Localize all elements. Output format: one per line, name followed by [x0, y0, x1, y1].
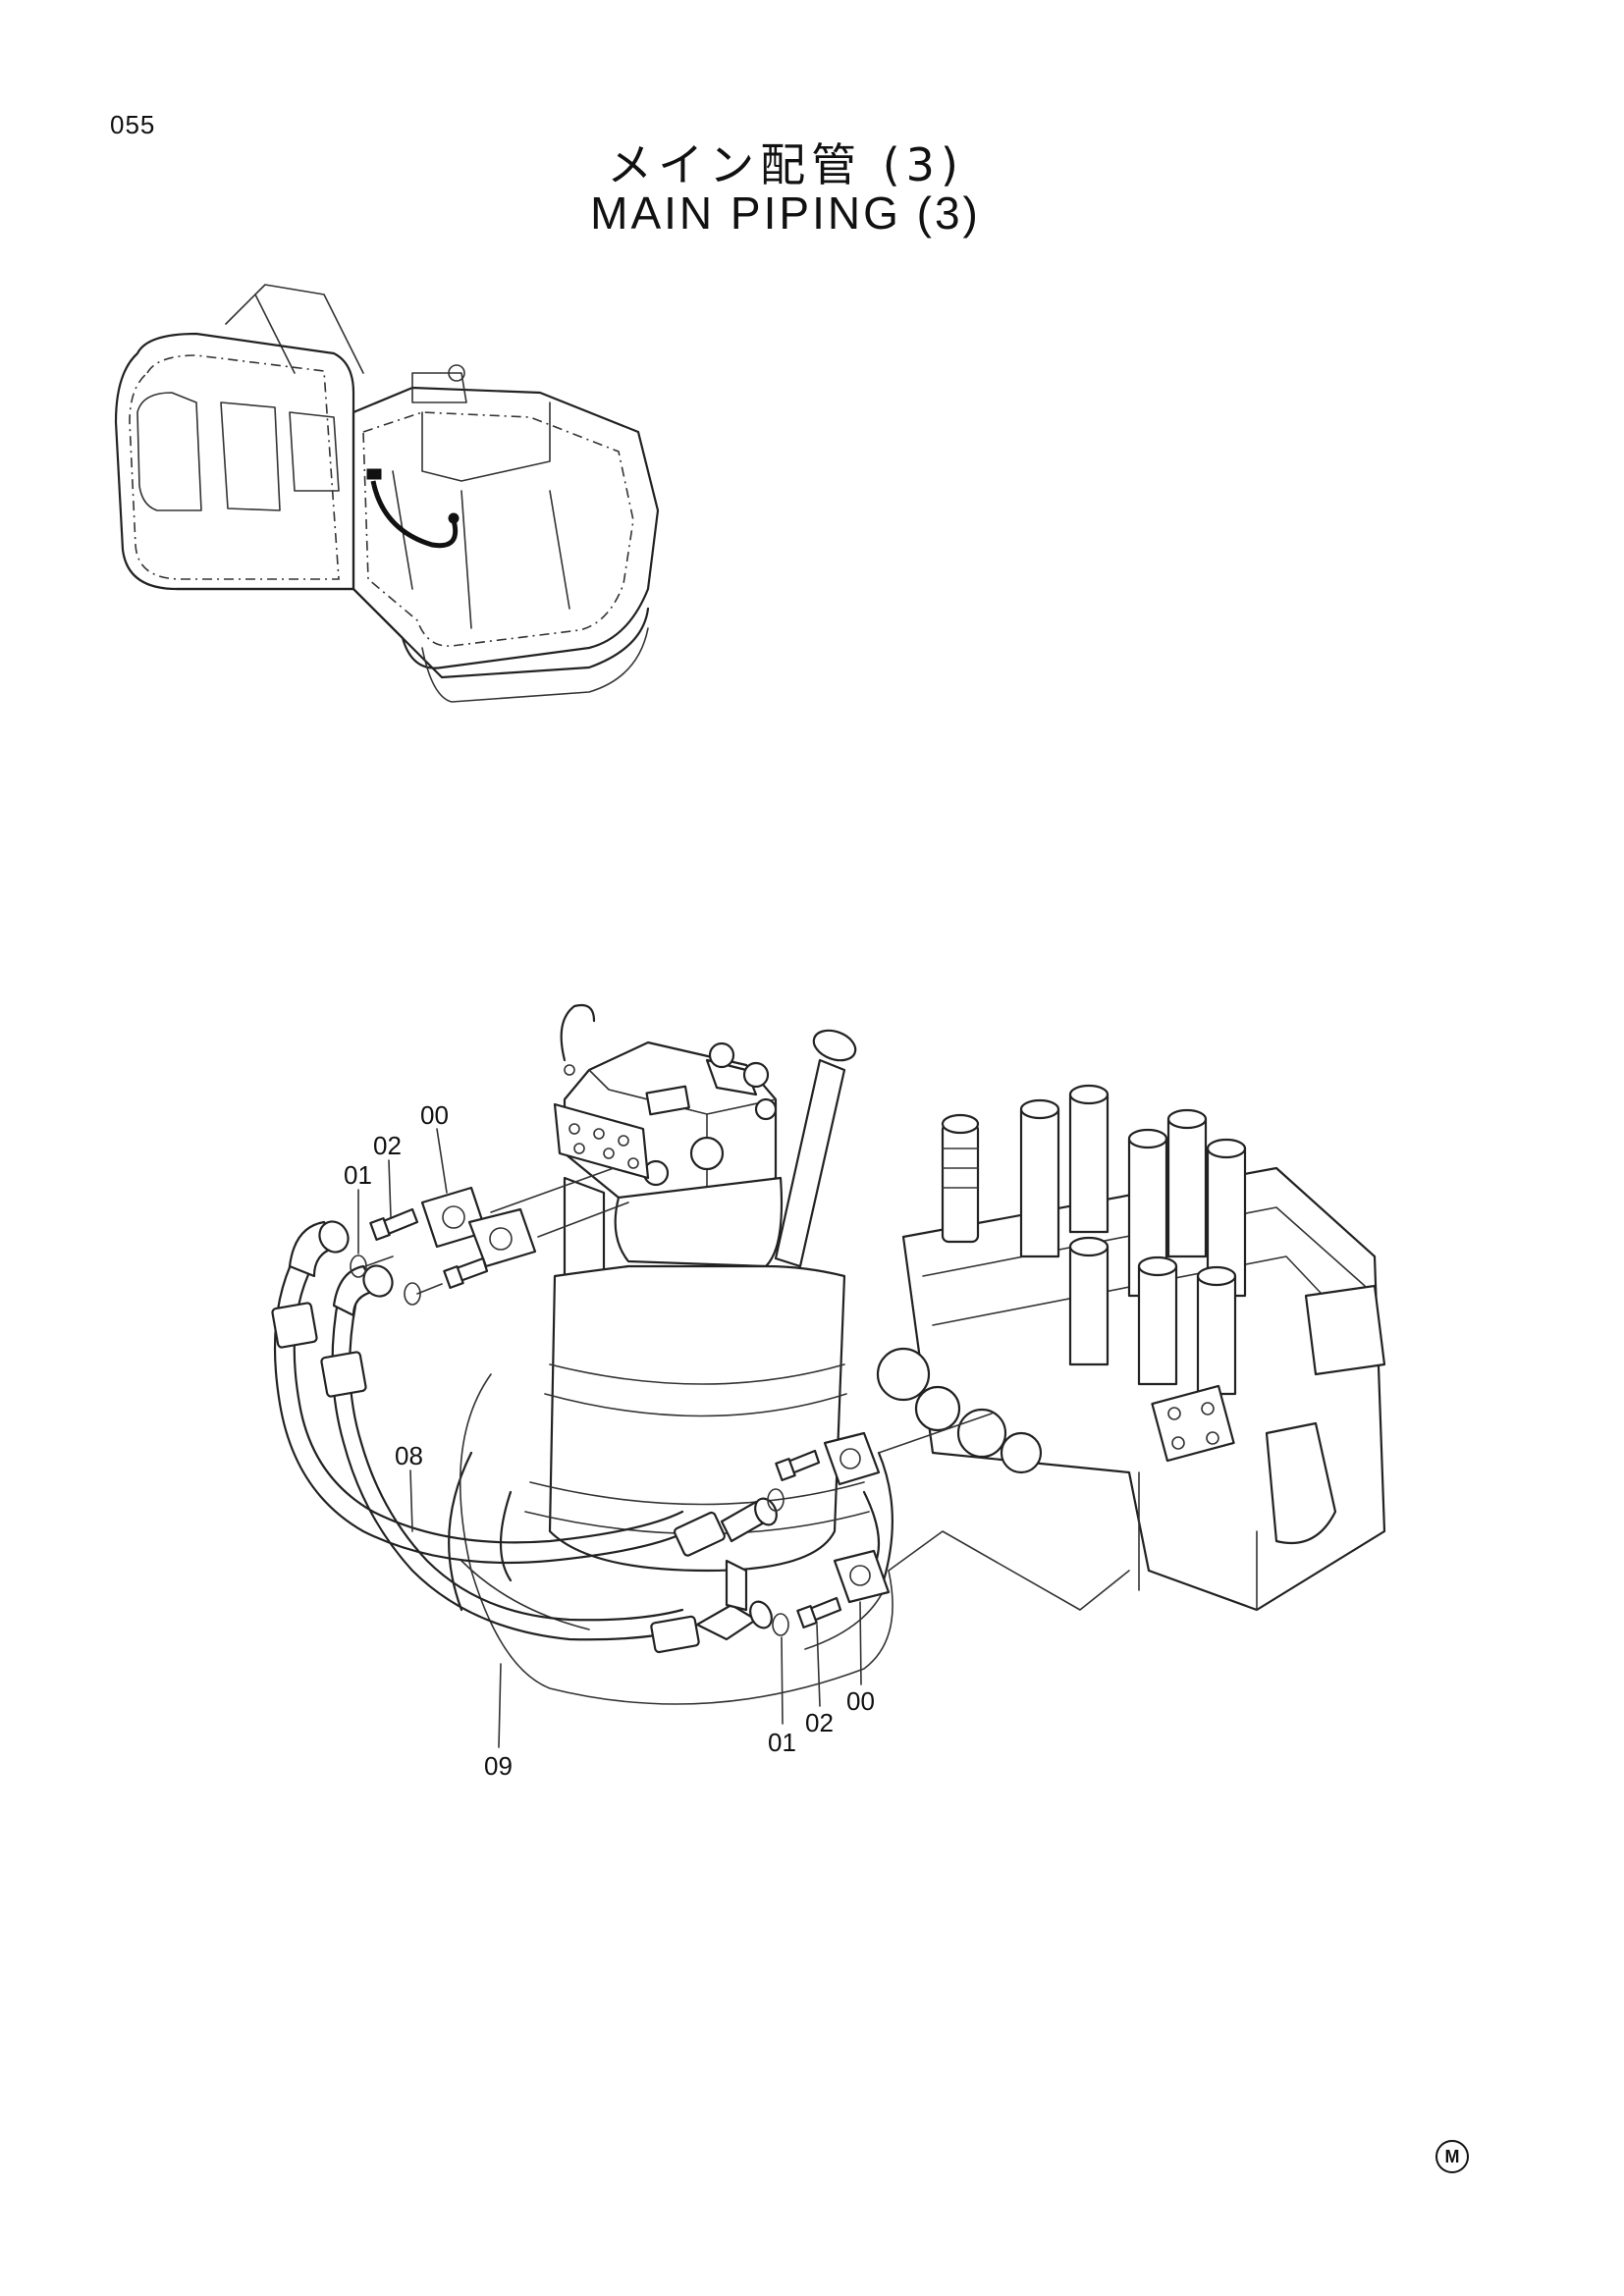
label-09: 09 — [484, 1751, 513, 1781]
swing-motor-assembly — [448, 1003, 893, 1705]
page-number: 055 — [110, 110, 156, 139]
hoses — [271, 1220, 778, 1654]
label-00-top: 00 — [420, 1100, 449, 1130]
page-title-english: MAIN PIPING (3) — [590, 187, 981, 239]
callout-labels: 00 02 01 08 09 01 02 00 — [344, 1100, 875, 1781]
page-title-japanese: メイン配管 (3) — [607, 138, 964, 191]
label-01-top: 01 — [344, 1160, 372, 1190]
label-00-bottom: 00 — [846, 1686, 875, 1716]
label-02-bottom: 02 — [805, 1708, 834, 1737]
excavator-upper-structure — [114, 284, 660, 703]
manufacturer-mark: M — [1435, 2140, 1469, 2173]
label-02-top: 02 — [373, 1131, 402, 1160]
label-01-bottom: 01 — [768, 1728, 796, 1757]
control-valve-assembly — [876, 1084, 1386, 1612]
fittings — [350, 1167, 1130, 1636]
label-08: 08 — [395, 1441, 423, 1470]
